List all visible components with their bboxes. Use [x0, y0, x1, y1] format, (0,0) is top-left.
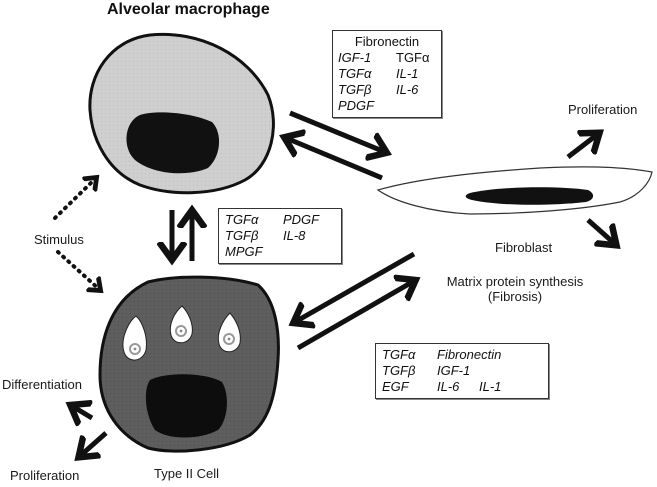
matrix-synthesis-label: Matrix protein synthesis (Fibrosis)	[440, 274, 590, 304]
mediator-item: TGFβ	[225, 228, 259, 243]
mediator-item: TGFβ	[338, 82, 372, 97]
alveolar-macrophage-cell	[88, 32, 275, 195]
mediator-item: IGF-1	[437, 363, 471, 378]
mediator-item: PDGF	[338, 98, 375, 113]
mediator-box-macrophage-type2: TGFα PDGF TGFβ IL-8 MPGF	[218, 208, 342, 264]
arrow-fibroblast-proliferation	[566, 134, 598, 159]
diagram-title: Alveolar macrophage	[107, 1, 270, 18]
type2-proliferation-label: Proliferation	[10, 468, 80, 483]
mediator-item: TGFα	[338, 66, 372, 81]
mediator-item: IL-8	[283, 228, 306, 243]
stimulus-arrow-to-type2	[56, 250, 100, 290]
arrow-type2-to-fibroblast	[296, 281, 414, 351]
lamellar-body	[217, 312, 241, 353]
mediator-item: TGFα	[382, 347, 416, 362]
mediator-item: PDGF	[283, 212, 320, 227]
mediator-item: TGFβ	[382, 363, 416, 378]
arrow-fibroblast-to-type2	[295, 251, 416, 322]
fibroblast-cell	[376, 166, 653, 215]
matrix-synthesis-line2: (Fibrosis)	[487, 289, 543, 304]
mediator-box-type2-fibroblast: TGFα Fibronectin TGFβ IGF-1 EGF IL-6 IL-1	[375, 343, 549, 399]
mediator-item: IL-1	[479, 379, 502, 394]
mediator-item: TGFα	[225, 212, 259, 227]
mediator-item: TGFα	[396, 50, 430, 65]
mediator-item: IL-6	[437, 379, 460, 394]
type-ii-cell	[98, 275, 280, 453]
mediator-item: IGF-1	[338, 50, 372, 65]
arrow-fibroblast-matrix-synthesis	[586, 218, 615, 244]
arrow-type2-differentiation	[72, 406, 94, 418]
mediator-item: EGF	[382, 379, 409, 394]
mediator-header: Fibronectin	[354, 34, 420, 49]
lamellar-body	[169, 305, 193, 344]
stimulus-arrow-to-macrophage	[53, 178, 96, 220]
macrophage-nucleus	[126, 112, 220, 174]
mediator-item: MPGF	[225, 244, 263, 259]
arrow-fibroblast-to-macrophage	[286, 138, 383, 181]
stimulus-label: Stimulus	[34, 232, 84, 247]
arrow-macrophage-to-fibroblast	[289, 110, 385, 152]
differentiation-label: Differentiation	[2, 377, 82, 392]
lamellar-body	[122, 315, 147, 361]
fibroblast-proliferation-label: Proliferation	[568, 102, 638, 117]
type2-cell-label: Type II Cell	[154, 466, 220, 481]
fibroblast-nucleus	[465, 187, 594, 205]
arrow-type2-proliferation	[80, 431, 108, 456]
fibroblast-label: Fibroblast	[495, 240, 553, 255]
mediator-item: IL-6	[396, 82, 419, 97]
mediator-item: Fibronectin	[437, 347, 502, 362]
matrix-synthesis-line1: Matrix protein synthesis	[446, 274, 584, 289]
mediator-item: IL-1	[396, 66, 419, 81]
type-ii-nucleus	[145, 374, 227, 438]
